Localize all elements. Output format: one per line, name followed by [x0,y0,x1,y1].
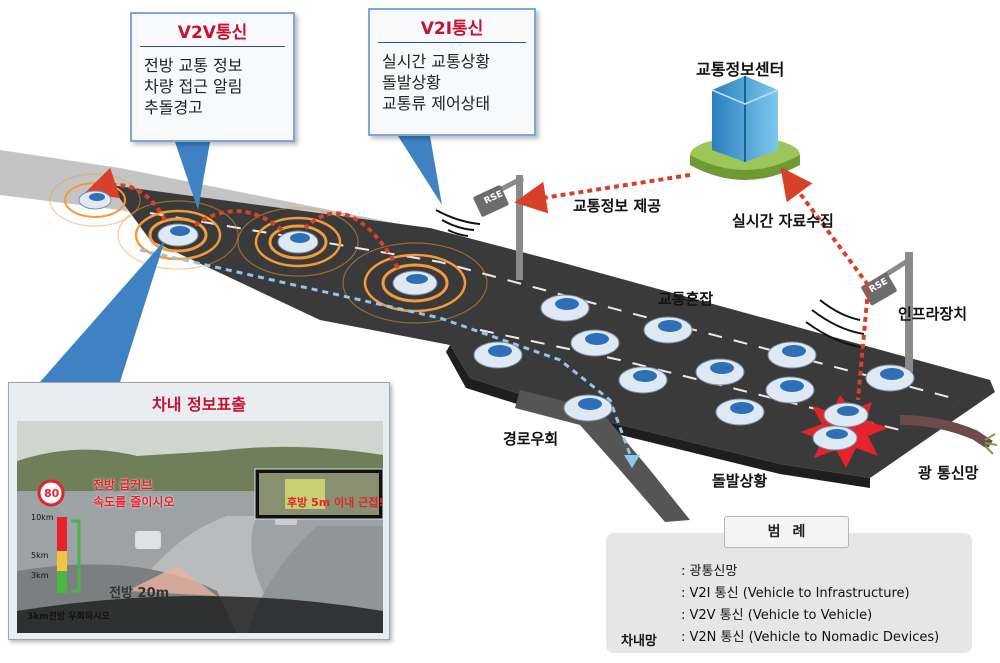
incident-burst [800,395,888,468]
incident-label: 돌발상황 [712,472,768,490]
v2i-title: V2I통신 [378,10,526,43]
legend-title: 범례 [724,516,849,548]
v2i-line-2: 돌발상황 [382,73,441,92]
v2i-callout-pointer [398,136,442,205]
keep-distance-line-2: 안전거리 유지 [101,602,178,617]
congestion-label: 교통혼잡 [658,290,714,308]
in-car-scene [17,421,383,633]
v2v-rings [49,173,488,324]
rse-pole-right [861,252,914,372]
distance-10km: 10km [31,513,54,522]
v2v-callout-pointer [175,142,210,210]
detour-arrow [139,248,634,461]
v2v-dashed-links [84,167,400,270]
lane-markings [149,212,961,431]
in-car-title: 차내 정보표출 [152,395,246,414]
v2v-line-1: 전방 교통 정보 [144,56,243,75]
legend-v2n: : V2N 통신 (Vehicle to Nomadic Devices) [681,630,940,645]
v2i-line-1: 실시간 교통상황 [382,52,491,71]
rse-pole-left [473,175,525,280]
v2i-line-3: 교통류 제어상태 [382,94,491,113]
legend-v2v: : V2V 통신 (Vehicle to Vehicle) [681,608,873,623]
info-provide-label: 교통정보 제공 [573,197,662,215]
distance-3km: 3km [31,571,49,580]
detour-road [515,390,690,522]
fiber-label: 광 통신망 [918,464,979,482]
traffic-center-label: 교통정보센터 [696,60,785,79]
legend-incar-label: 차내망 [621,634,657,649]
signal-waves [435,209,867,349]
curve-warning-line-1: 전방 급커브 [93,478,153,492]
keep-distance-line-1: 전방 20m [109,586,170,601]
detour-label: 경로우회 [503,430,559,448]
incar-pointer [40,240,165,382]
curve-warning: 전방 급커브 속도를 줄이시오 [93,477,174,511]
fiber-cable [899,415,993,450]
curve-warning-line-2: 속도를 줄이시오 [93,495,175,509]
legend-box [606,533,972,653]
infra-label: 인프라장치 [898,305,968,323]
detour-instruction: 3km전방 우회하시오 [27,612,110,622]
legend-v2i: : V2I 통신 (Vehicle to Infrastructure) [681,586,910,601]
v2i-red-links [514,167,870,401]
v2v-callout: V2V통신 전방 교통 정보 차량 접근 알림 추돌경고 [130,12,295,142]
speed-sign: 80 [44,487,60,500]
v2v-title: V2V통신 [140,14,285,47]
v2v-line-3: 추돌경고 [144,98,203,117]
rear-warning: 후방 5m 이내 근접!! [287,496,383,509]
in-car-view: 80 전방 급커브 속도를 줄이시오 후방 5m 이내 근접!! 10km 5k… [17,421,383,633]
cars [78,190,915,426]
legend-fiber: : 광통신망 [681,564,738,579]
distance-5km: 5km [31,551,49,560]
in-car-display-panel: 차내 정보표출 80 전방 급커브 속도를 줄이시오 후방 5 [8,382,390,640]
keep-distance-message: 전방 20m 안전거리 유지 [101,586,177,618]
v2i-callout: V2I통신 실시간 교통상황 돌발상황 교통류 제어상태 [368,8,536,136]
highway-main [110,185,995,478]
v2v-line-2: 차량 접근 알림 [144,77,243,96]
traffic-center-building [690,76,800,180]
data-collect-label: 실시간 자료수집 [732,212,834,230]
highway-side [446,345,870,488]
